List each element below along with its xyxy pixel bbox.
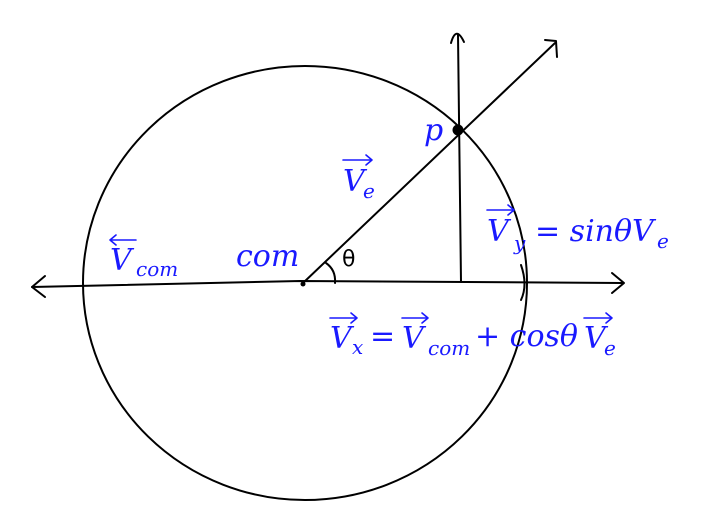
svg-text:y: y: [513, 231, 526, 255]
vertical-arrowhead-icon: [450, 32, 465, 44]
svg-text:= sinθV: = sinθV: [535, 214, 657, 249]
svg-text:+ cosθ: + cosθ: [475, 319, 578, 354]
diagonal-arrowhead-icon: [544, 39, 558, 58]
svg-text:V: V: [487, 214, 512, 249]
axis-tick-mark: [520, 264, 526, 301]
left-arrowhead-icon: [31, 275, 46, 298]
svg-text:V: V: [110, 243, 135, 278]
label-v-y: V y = sinθV e: [486, 204, 669, 255]
label-p: p: [424, 113, 443, 148]
svg-text:V: V: [330, 321, 355, 356]
point-p-dot: [452, 124, 464, 136]
svg-text:x: x: [352, 335, 363, 359]
svg-text:com: com: [428, 336, 470, 360]
label-com: com: [236, 239, 299, 274]
svg-text:e: e: [604, 336, 616, 360]
horizontal-axis: [31, 280, 623, 288]
diagonal-line: [302, 42, 556, 284]
vertical-line: [457, 34, 462, 283]
label-theta: θ: [342, 247, 355, 272]
svg-text:V: V: [402, 321, 427, 356]
svg-text:=: =: [370, 319, 395, 354]
svg-text:V: V: [584, 321, 609, 356]
svg-text:e: e: [363, 179, 375, 203]
svg-text:com: com: [136, 257, 178, 281]
theta-arc: [325, 262, 337, 284]
label-v-com: V com: [109, 234, 178, 281]
right-arrowhead-icon: [611, 272, 625, 294]
svg-text:e: e: [657, 229, 669, 253]
label-v-x: V x = V com + cosθ V e: [329, 312, 616, 360]
label-v-e: V e: [342, 154, 375, 203]
svg-text:V: V: [343, 164, 368, 199]
